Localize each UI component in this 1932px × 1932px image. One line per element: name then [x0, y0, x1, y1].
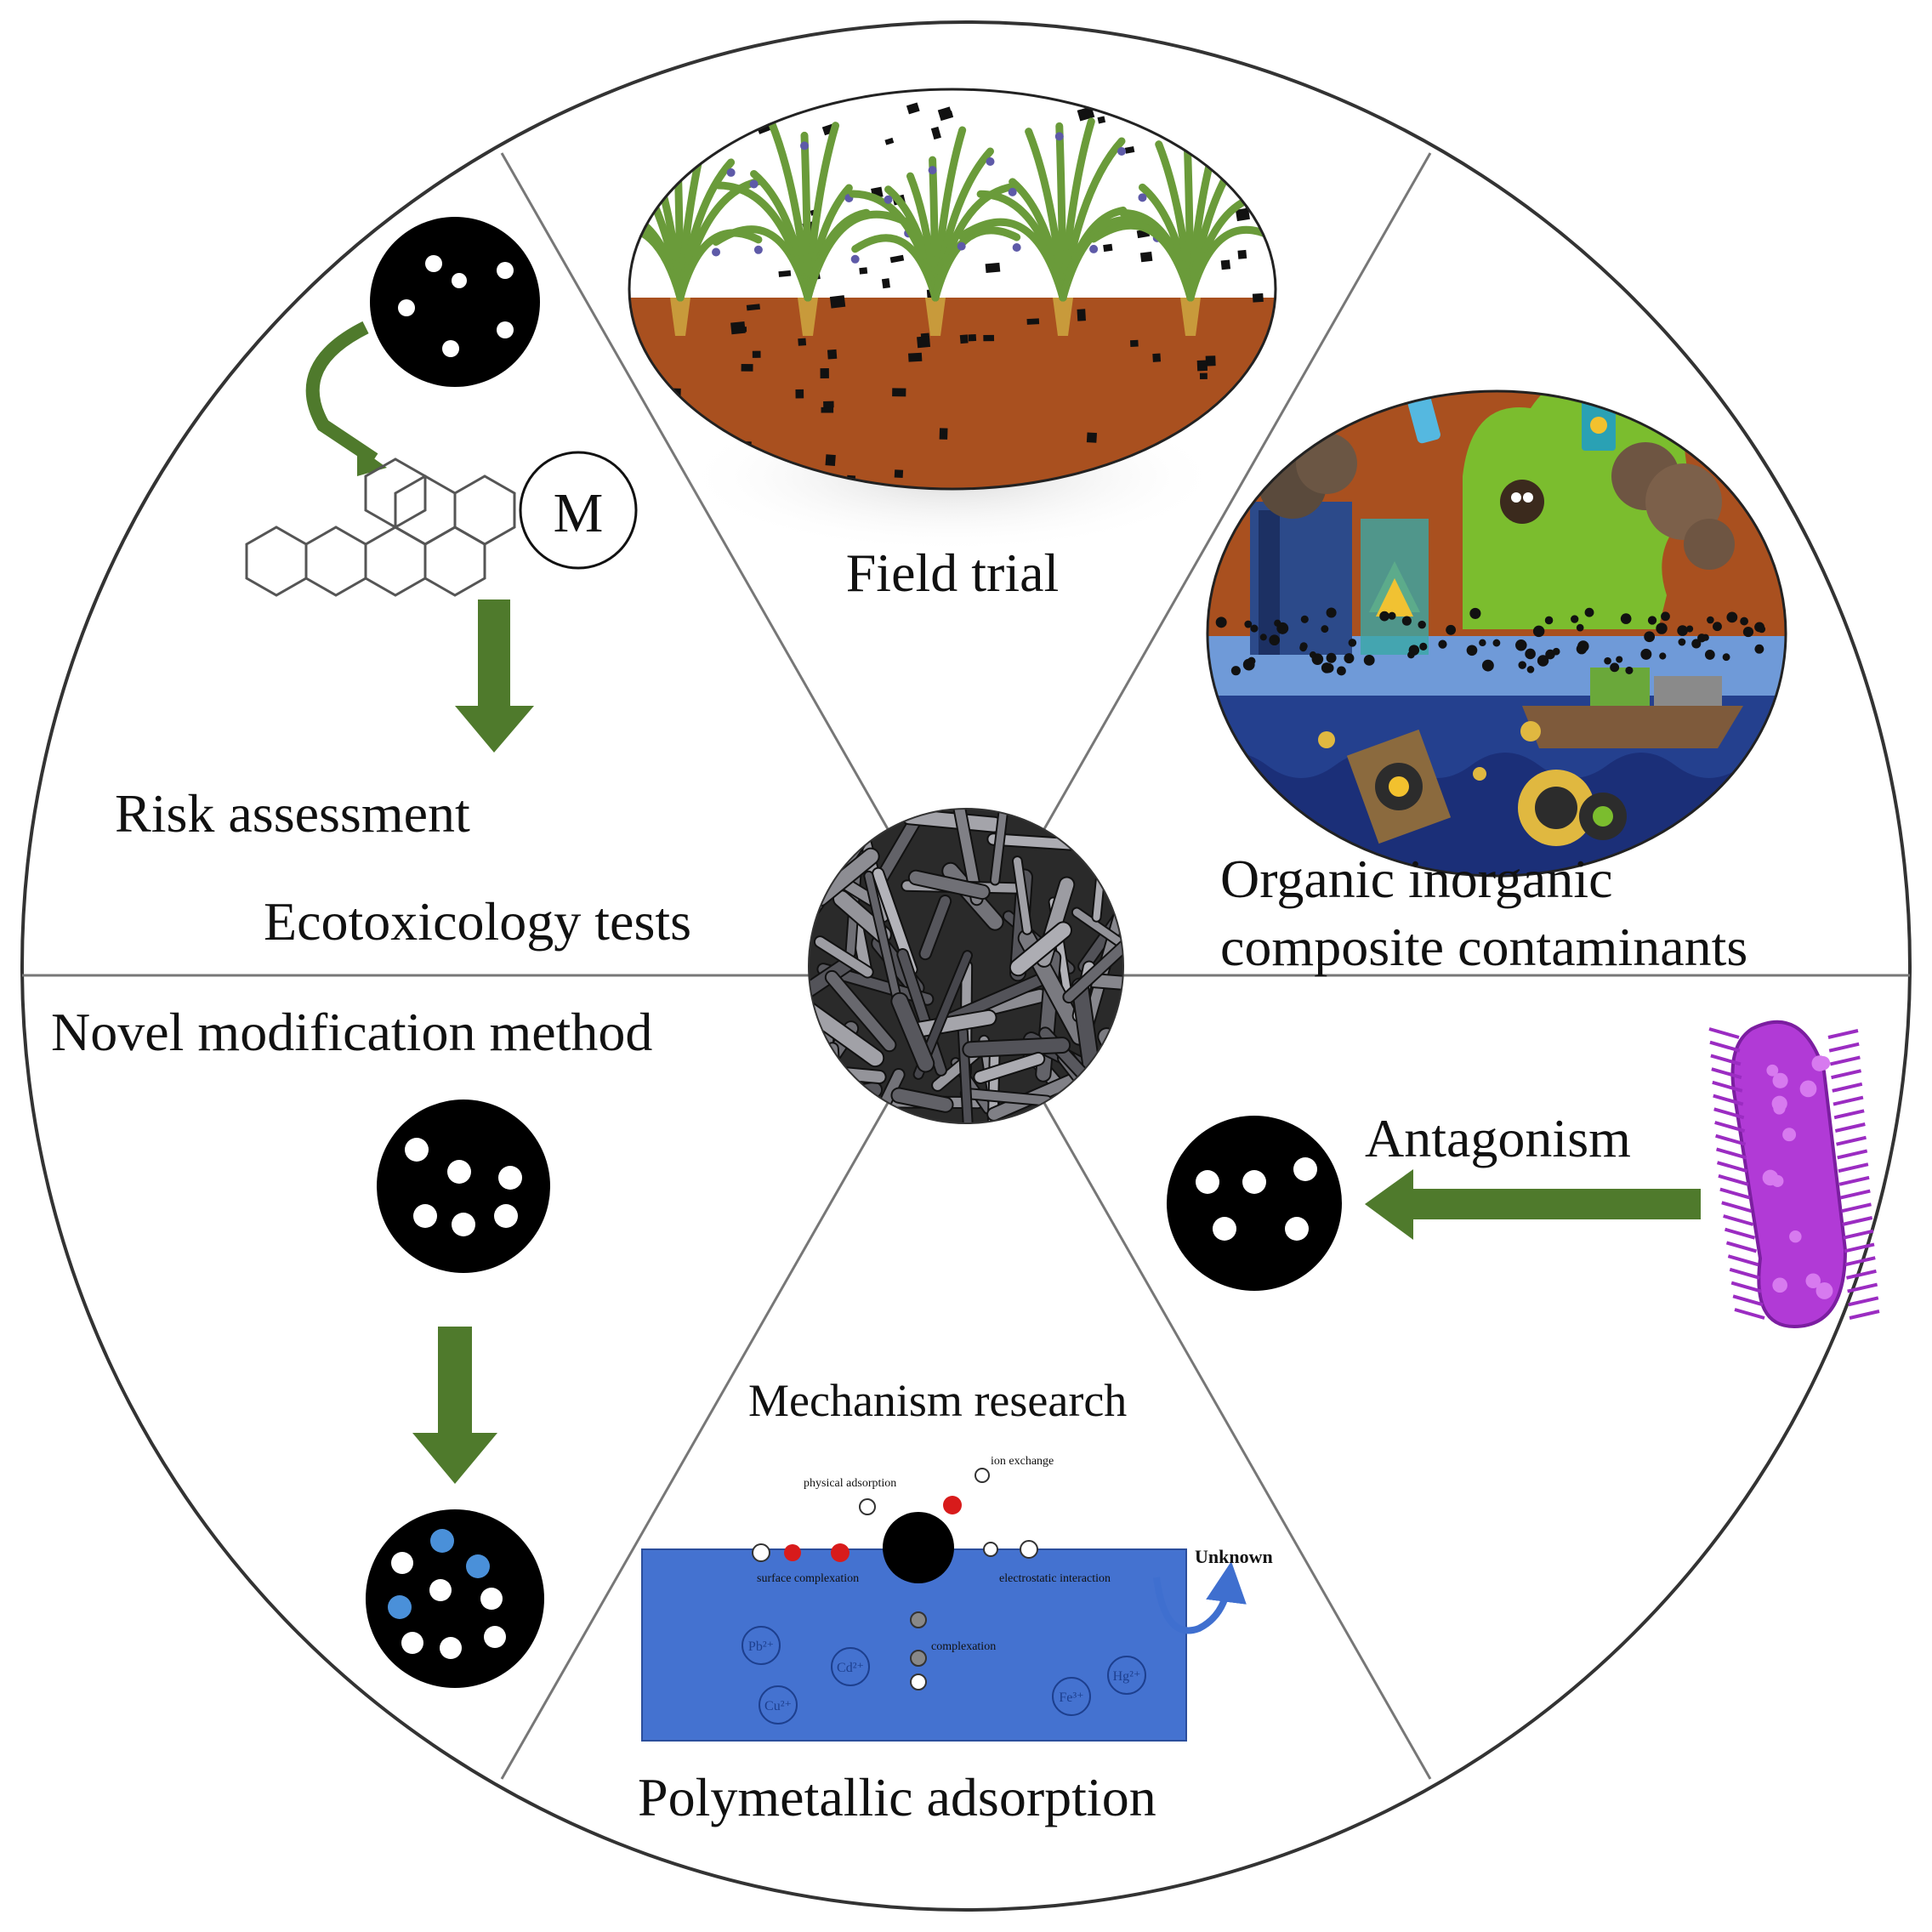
mechanism-label: Mechanism research	[748, 1375, 1127, 1426]
mechanism-note-electrostatic: electrostatic interaction	[999, 1572, 1111, 1585]
field-trial-label: Field trial	[846, 543, 1060, 603]
biochar-particle-icon	[883, 1512, 954, 1583]
polymetallic-label: Polymetallic adsorption	[638, 1767, 1156, 1827]
mechanism-note-complexation: complexation	[931, 1640, 996, 1653]
left-arrow-icon	[1412, 1189, 1701, 1219]
rice-plant-icon	[712, 119, 913, 336]
field-trial-section: Field trial	[628, 88, 1277, 603]
contaminants-label-line1: Organic inorganic	[1220, 849, 1613, 909]
antagonism-label: Antagonism	[1365, 1108, 1631, 1168]
unknown-arrow-icon	[1153, 1561, 1247, 1634]
bacteria-icon	[1708, 1020, 1880, 1329]
biochar-particle-icon	[377, 1100, 550, 1273]
boat-icon	[1522, 706, 1743, 748]
modification-section: Novel modification method	[51, 1002, 652, 1688]
mechanism-section: Mechanism research physical adsorption i…	[638, 1375, 1273, 1827]
ion-label: Pb²⁺	[748, 1639, 774, 1654]
unknown-label: Unknown	[1195, 1546, 1273, 1567]
biochar-particle-icon	[370, 217, 540, 387]
ecotoxicology-label: Ecotoxicology tests	[264, 891, 691, 952]
ion-label: Fe³⁺	[1059, 1690, 1083, 1705]
modification-label: Novel modification method	[51, 1002, 652, 1062]
ion-label: Cd²⁺	[837, 1661, 864, 1675]
mechanism-note-ion-exchange: ion exchange	[991, 1455, 1054, 1468]
pollution-blob-icon	[1463, 391, 1692, 629]
rice-plant-icon	[957, 117, 1162, 336]
ion-label: Hg²⁺	[1113, 1669, 1141, 1684]
center-biochar-image	[808, 808, 1124, 1124]
metal-symbol: M	[554, 482, 604, 544]
risk-assessment-label: Risk assessment	[115, 783, 470, 844]
bottle-icon	[1406, 391, 1440, 444]
pah-molecule-icon	[245, 457, 516, 597]
metal-symbol-circle	[519, 451, 638, 570]
metal-ions: Pb²⁺ Cd²⁺ Cu²⁺ Fe³⁺ Hg²⁺	[742, 1626, 1146, 1725]
biochar-particle-icon	[1167, 1116, 1342, 1291]
down-arrow-icon	[478, 599, 510, 710]
down-arrow-icon	[438, 1327, 472, 1437]
contaminants-label-line2: composite contaminants	[1220, 917, 1747, 977]
antagonism-section: Antagonism	[1167, 1020, 1880, 1329]
mechanism-note-surface: surface complexation	[757, 1572, 859, 1585]
mechanism-note-physical: physical adsorption	[804, 1477, 896, 1490]
curved-arrow-icon	[305, 321, 378, 465]
rice-plant-icon	[849, 126, 1021, 336]
ion-label: Cu²⁺	[764, 1699, 792, 1713]
risk-section: M Risk assessment Ecotoxicology tests	[115, 217, 691, 952]
